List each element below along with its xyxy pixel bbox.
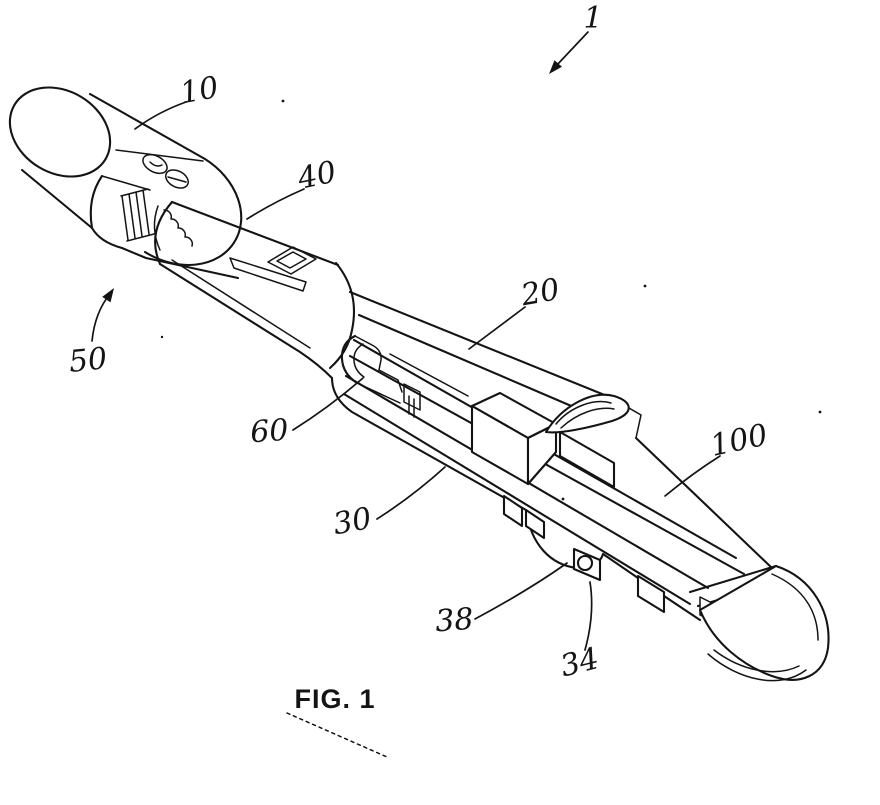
speck	[643, 284, 647, 288]
gear-ribs	[121, 189, 150, 241]
end-cap-outline	[8, 86, 112, 178]
screw-hole-left-slot	[149, 161, 163, 167]
leader-line-30	[376, 466, 446, 520]
anvil-tip-curl-inner1	[555, 400, 612, 425]
leader-line-100	[664, 455, 721, 497]
latch-top-edge	[354, 335, 382, 371]
shaft-housing-40	[154, 200, 356, 380]
screw-hole-right-slot	[167, 176, 187, 183]
channel-tab-2	[524, 508, 546, 540]
deck-step	[558, 430, 616, 489]
deck-edge-lower	[348, 354, 746, 576]
channel-tab-3	[636, 574, 666, 614]
latch-outer-hook	[340, 334, 359, 385]
speck	[281, 99, 285, 103]
housing-top-edge	[88, 92, 207, 161]
ref-label-38: 38	[434, 602, 475, 640]
cutaway-left-arc	[89, 174, 104, 230]
leader-line-38	[474, 562, 568, 620]
speck	[561, 497, 565, 501]
nose-inner-arc2	[707, 653, 807, 682]
shaft-bottom-crease	[171, 259, 311, 349]
ref-label-34: 34	[557, 641, 603, 684]
leader-line-60	[292, 377, 364, 431]
latch-lower-edges	[356, 369, 403, 404]
speck	[160, 335, 164, 339]
deck-block-side	[526, 422, 558, 486]
leader-line-1	[555, 31, 589, 67]
anvil-20	[348, 290, 774, 570]
arrowhead-50	[102, 288, 114, 303]
distal-nose-100	[698, 564, 830, 682]
rib-bottom-edge	[126, 233, 155, 242]
ref-label-10: 10	[178, 70, 222, 111]
screw-hole-right	[165, 169, 189, 189]
distal-top-edge	[634, 436, 774, 570]
ref-label-50: 50	[67, 341, 109, 380]
latch-inner-hook	[353, 343, 365, 378]
jaw-gap-line	[389, 353, 469, 397]
nose-inner-top	[771, 573, 819, 641]
ratchet-housing-arc	[153, 205, 161, 251]
anvil-top-edge	[348, 290, 614, 400]
top-slot-outer	[267, 246, 317, 275]
retention-pin-34	[572, 547, 602, 582]
leader-line-50	[91, 293, 111, 342]
figure-caption-group: FIG. 1	[286, 684, 388, 758]
leader-line-20	[468, 306, 526, 350]
cartridge-channel-30	[330, 338, 786, 627]
anvil-side-edge	[357, 313, 599, 419]
shaft-distal-shoulder	[328, 261, 356, 370]
articulation-joint-50	[89, 174, 307, 292]
leader-line-34	[584, 581, 593, 651]
shaft-top-edge	[170, 200, 340, 267]
scan-specks	[160, 99, 822, 501]
ratchet-teeth	[163, 209, 194, 247]
screw-hole-left	[142, 153, 168, 175]
cutaway-top-edge	[101, 175, 151, 191]
shaft-proximal-cap	[154, 200, 174, 266]
ref-label-30: 30	[331, 501, 375, 542]
pin-head	[576, 554, 594, 572]
arrowhead-1	[549, 60, 562, 74]
speck	[818, 410, 822, 414]
figure-caption: FIG. 1	[294, 684, 375, 714]
reference-labels: 1 10 40 20 50 60 30 38 34 100	[67, 1, 770, 684]
nose-inner-arc1	[713, 649, 800, 673]
lower-shelf	[229, 257, 307, 292]
ref-label-1: 1	[583, 1, 602, 36]
anvil-tip-curl-inner2	[560, 407, 615, 429]
top-slot-inner	[276, 251, 307, 269]
housing-bottom-edge	[20, 168, 94, 230]
ref-label-60: 60	[249, 413, 290, 451]
ref-label-100: 100	[707, 418, 770, 464]
latch-60	[340, 334, 421, 418]
cutaway-bottom-ledge	[90, 226, 240, 280]
caption-underline	[286, 712, 388, 758]
shaft-bottom-edge	[158, 262, 334, 380]
nose-outer	[698, 564, 830, 681]
chamfer-edge	[115, 149, 204, 162]
latch-pin-block	[403, 383, 421, 418]
channel-side-lower	[342, 392, 692, 606]
leader-line-40	[246, 188, 305, 220]
leader-line-10	[134, 101, 187, 130]
channel-tab-1	[502, 494, 524, 528]
